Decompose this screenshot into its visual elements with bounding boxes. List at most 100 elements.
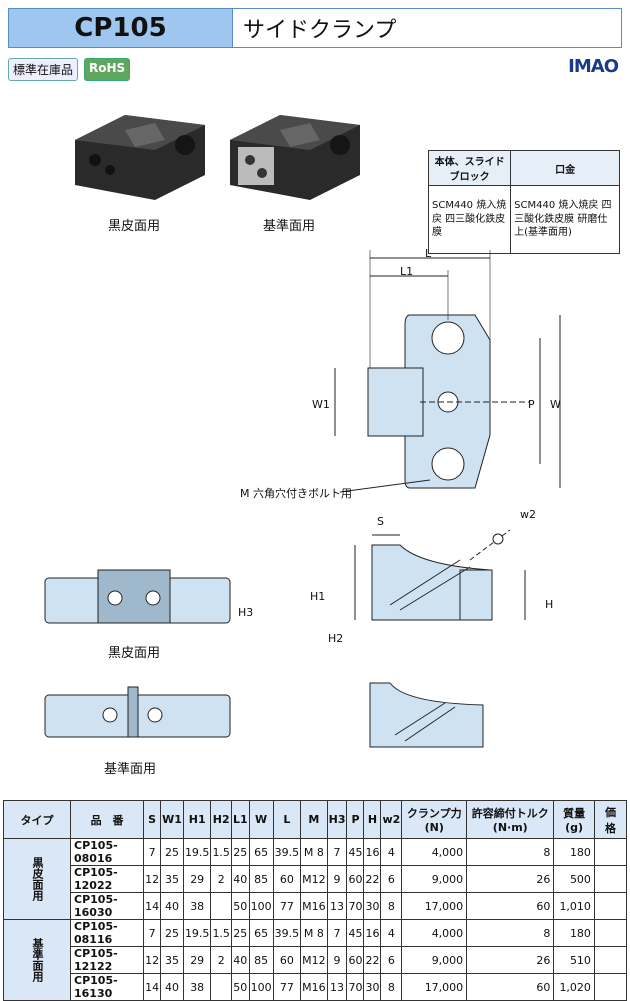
spec-cell [593, 892, 628, 920]
spec-cell: M12 [300, 946, 328, 974]
spec-cell: 25 [160, 838, 184, 866]
spec-header-cell: H3 [326, 800, 348, 839]
spec-cell: 13 [326, 892, 348, 920]
front-view-caption-ref: 基準面用 [104, 762, 157, 777]
spec-cell: 40 [160, 973, 184, 1001]
spec-header-cell: S [143, 800, 162, 839]
spec-header-cell: 許容締付トルク(N·m) [466, 800, 555, 839]
spec-cell: 29 [182, 946, 212, 974]
spec-cell: 26 [466, 865, 555, 893]
spec-cell: 65 [248, 838, 274, 866]
spec-cell: 22 [363, 946, 382, 974]
spec-cell: 40 [230, 946, 250, 974]
spec-cell: 60 [466, 973, 555, 1001]
spec-cell: 38 [182, 892, 212, 920]
spec-header-cell: W1 [160, 800, 184, 839]
spec-cell: 19.5 [182, 919, 212, 947]
black-surface-clamp-photo [75, 115, 205, 200]
spec-cell: 180 [553, 838, 595, 866]
part-number-cell: CP105-08116 [69, 919, 145, 947]
spec-cell: 9 [326, 865, 348, 893]
spec-header-cell: H [363, 800, 382, 839]
material-header-body: 本体、スライドブロック [427, 150, 512, 186]
spec-cell: M 8 [300, 838, 328, 866]
spec-cell: 9,000 [401, 865, 468, 893]
spec-cell: 50 [230, 892, 250, 920]
dim-P: P [528, 398, 535, 411]
spec-cell [210, 973, 232, 1001]
spec-header-cell: クランプ力(N) [401, 800, 468, 839]
spec-cell: 77 [272, 973, 302, 1001]
spec-cell: 38 [182, 973, 212, 1001]
dim-L: L [425, 247, 432, 260]
spec-cell [593, 838, 628, 866]
spec-cell: 35 [160, 946, 184, 974]
material-jaw: SCM440 焼入焼戻 四三酸化鉄皮膜 研磨仕上(基準面用) [510, 185, 620, 254]
spec-cell: 65 [248, 919, 274, 947]
dim-L1: L1 [400, 265, 414, 278]
spec-cell: M16 [300, 892, 328, 920]
part-number-cell: CP105-16130 [69, 973, 145, 1001]
front-view-ref-drawing [44, 686, 231, 738]
spec-cell: 60 [466, 892, 555, 920]
spec-cell: 30 [363, 973, 382, 1001]
spec-cell: 9 [326, 946, 348, 974]
top-view-drawing [334, 250, 561, 493]
spec-cell: 85 [248, 946, 274, 974]
side-view-ref-drawing [369, 682, 484, 748]
spec-cell: 50 [230, 973, 250, 1001]
spec-header-cell: 質量(g) [553, 800, 595, 839]
part-number-cell: CP105-12022 [69, 865, 145, 893]
spec-header-cell: w2 [380, 800, 403, 839]
spec-cell: 70 [346, 892, 365, 920]
spec-cell: 22 [363, 865, 382, 893]
spec-cell: 26 [466, 946, 555, 974]
spec-cell: 4,000 [401, 838, 468, 866]
spec-cell: 9,000 [401, 946, 468, 974]
title-bar: CP105 サイドクランプ [8, 8, 622, 48]
brand-logo: IMAO [568, 56, 619, 77]
product-name: サイドクランプ [243, 18, 397, 43]
spec-header-cell: 価 格 [593, 800, 628, 839]
spec-cell: 180 [553, 919, 595, 947]
spec-cell: 6 [380, 946, 403, 974]
spec-cell: 7 [326, 919, 348, 947]
spec-cell: 85 [248, 865, 274, 893]
spec-cell: 14 [143, 892, 162, 920]
spec-cell: 1,010 [553, 892, 595, 920]
spec-cell: 25 [230, 919, 250, 947]
front-view-black-drawing [44, 569, 231, 624]
spec-cell: 8 [380, 973, 403, 1001]
dim-w2: w2 [520, 508, 536, 521]
spec-cell: 17,000 [401, 892, 468, 920]
spec-cell: 16 [363, 919, 382, 947]
spec-header-cell: W [248, 800, 274, 839]
spec-cell: 12 [143, 946, 162, 974]
dim-H3: H3 [238, 606, 254, 619]
dim-S: S [377, 515, 384, 528]
spec-header-cell: L1 [230, 800, 250, 839]
rohs-badge: RoHS [84, 58, 131, 81]
spec-header-cell: M [300, 800, 328, 839]
spec-header-cell: L [272, 800, 302, 839]
stock-badge: 標準在庫品 [8, 58, 79, 81]
spec-cell: 4 [380, 838, 403, 866]
dim-W1: W1 [312, 398, 330, 411]
spec-cell: 17,000 [401, 973, 468, 1001]
photo-caption-ref: 基準面用 [263, 219, 316, 234]
bolt-note: M 六角穴付きボルト用 [240, 487, 352, 500]
spec-cell: 29 [182, 865, 212, 893]
spec-cell: 8 [466, 838, 555, 866]
badges: 標準在庫品 RoHS [8, 58, 131, 81]
spec-cell: 19.5 [182, 838, 212, 866]
spec-cell: 39.5 [272, 919, 302, 947]
spec-header-cell: 品 番 [69, 800, 145, 839]
